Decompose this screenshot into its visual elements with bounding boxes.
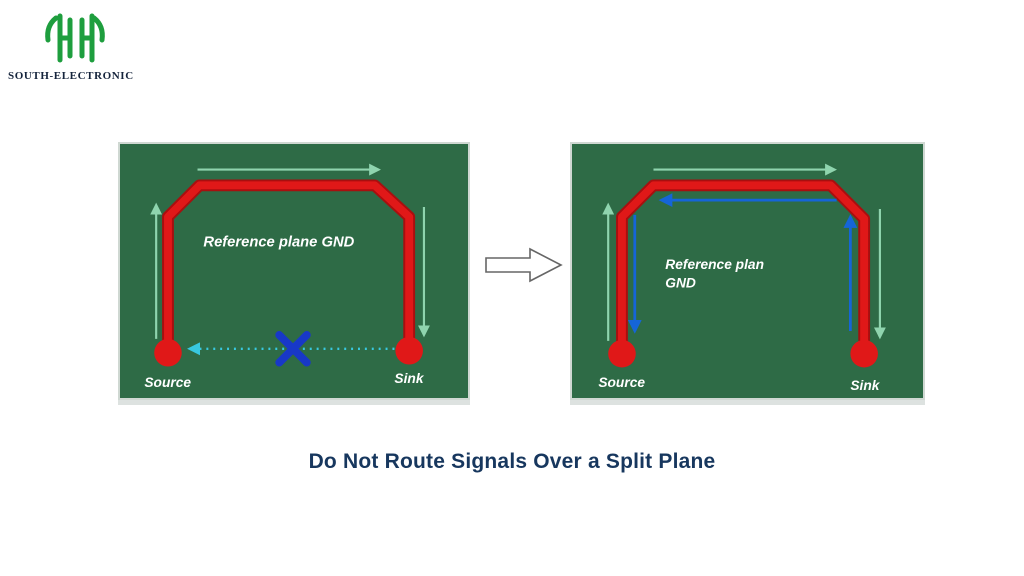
reference-plane-label: Reference plane GND xyxy=(203,234,354,250)
signal-trace xyxy=(164,181,414,343)
diagram-split-plane-canvas: Reference plane GND Source Sink xyxy=(144,163,430,390)
signal-trace-outline xyxy=(162,179,416,343)
transition-arrow-icon xyxy=(485,247,563,283)
source-pad xyxy=(154,338,182,367)
sink-label: Sink xyxy=(850,378,880,393)
sink-label: Sink xyxy=(394,371,424,386)
slide-caption: Do Not Route Signals Over a Split Plane xyxy=(308,450,716,473)
source-label: Source xyxy=(144,375,191,390)
diagram-solid-plane-canvas: Reference plan GND Source Sink xyxy=(598,163,886,393)
signal-trace xyxy=(618,181,869,343)
reference-plane-label-line1: Reference plan xyxy=(665,257,764,272)
company-logo-icon xyxy=(45,13,105,63)
block-x-icon xyxy=(275,331,311,367)
sink-pad xyxy=(850,339,878,368)
diagram-solid-plane: Reference plan GND Source Sink xyxy=(570,142,925,400)
source-label: Source xyxy=(598,375,645,390)
diagram-split-plane: Reference plane GND Source Sink xyxy=(118,142,470,400)
company-name: SOUTH-ELECTRONIC xyxy=(8,70,134,82)
reference-plane-label-line2: GND xyxy=(665,276,696,291)
company-logo: SOUTH-ELECTRONIC xyxy=(8,8,158,98)
source-pad xyxy=(608,339,636,368)
sink-pad xyxy=(395,336,423,365)
